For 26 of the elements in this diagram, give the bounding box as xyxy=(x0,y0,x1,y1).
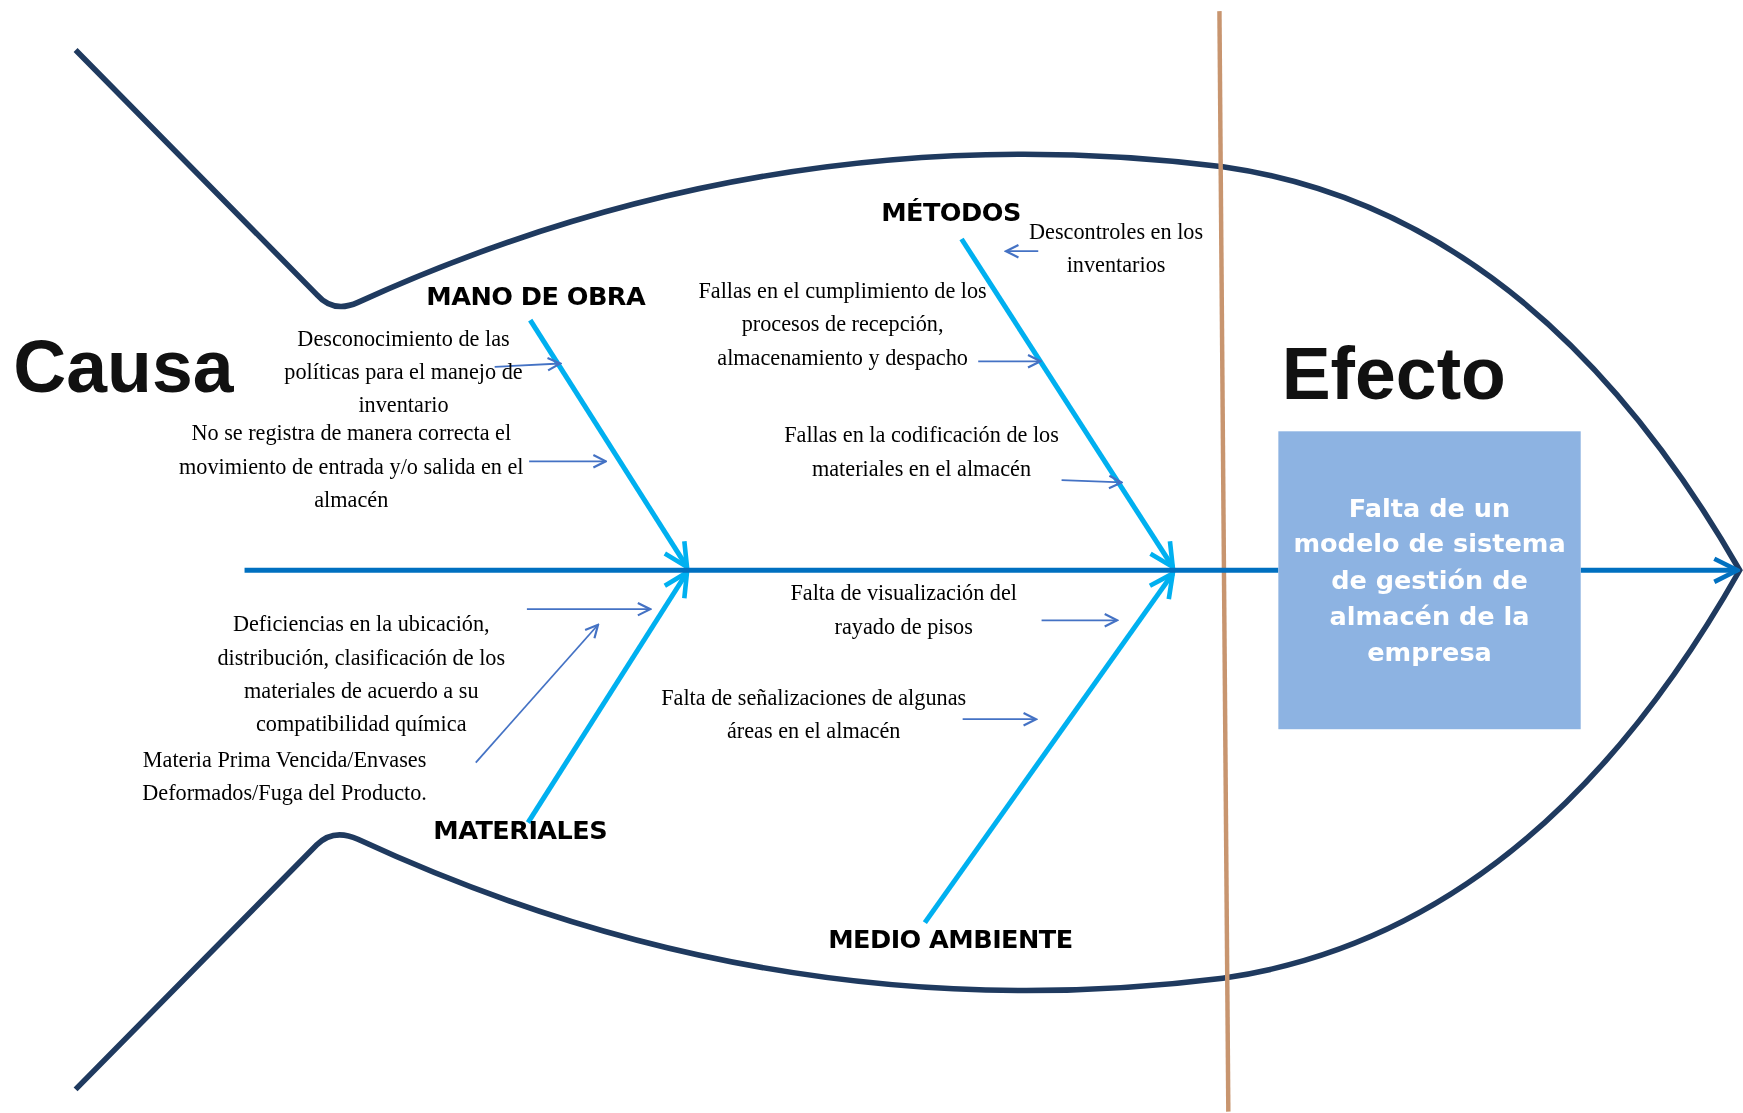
arrow xyxy=(526,601,652,617)
arrow xyxy=(959,237,1176,570)
arrow xyxy=(1580,556,1740,585)
category-label: MANO DE OBRA xyxy=(413,281,659,311)
effect-box: Falta de un modelo de sistema de gestión de almacén de la empresa xyxy=(1278,431,1581,730)
cause-text: Deficiencias en la ubicación, distribución, clasificación de los materiales de acuerdo a su compatibilidad química xyxy=(200,606,523,741)
cause-text: Fallas en la codificación de los materiales en el almacén xyxy=(771,417,1072,485)
cause-text: Falta de visualización del rayado de pisos xyxy=(758,575,1050,643)
cause-text: Falta de señalizaciones de algunas áreas en el almacén xyxy=(658,680,970,747)
arrow xyxy=(1040,612,1119,628)
arrow xyxy=(528,318,690,570)
arrow xyxy=(528,454,607,469)
arrow xyxy=(525,570,690,824)
arrow xyxy=(1060,474,1123,490)
arrow xyxy=(493,356,562,372)
arrow xyxy=(474,623,600,764)
arrow xyxy=(977,353,1042,369)
heading-label: Causa xyxy=(13,324,234,410)
heading-label: Efecto xyxy=(1281,331,1506,416)
arrow xyxy=(1004,243,1040,259)
arrow xyxy=(922,571,1176,925)
category-label: MATERIALES xyxy=(424,815,616,845)
cause-text: Materia Prima Vencida/Envases Deformados/Fuga del Producto. xyxy=(106,742,463,810)
cause-text: Fallas en el cumplimiento de los procesos de recepción, almacenamiento y despacho xyxy=(680,273,1005,374)
category-label: MEDIO AMBIENTE xyxy=(817,924,1084,954)
arrow xyxy=(961,711,1038,727)
